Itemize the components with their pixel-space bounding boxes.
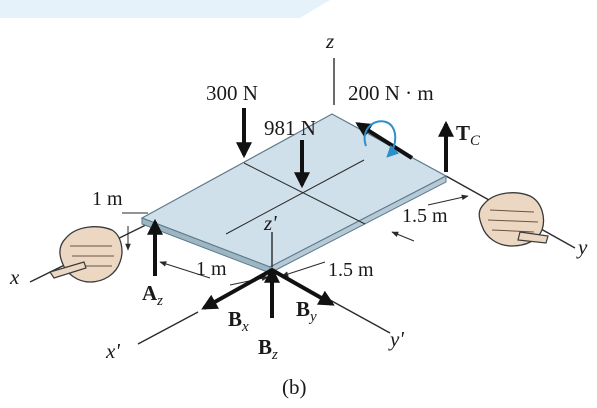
load-300n-label: 300 N (206, 81, 258, 105)
tc-label: TC (456, 121, 481, 149)
dim-right-length: 1.5 m (402, 205, 448, 227)
y-prime-axis-line (329, 299, 391, 334)
moment-200-arrow (355, 120, 414, 160)
dimension-lines (122, 194, 469, 286)
z-prime-axis-label: z' (263, 211, 277, 235)
y-prime-axis-label: y' (388, 327, 404, 351)
reaction-by-arrow (271, 268, 335, 306)
dim-front-length: 1.5 m (328, 259, 374, 281)
load-981n-label: 981 N (264, 116, 316, 140)
x-axis-label: x (9, 265, 20, 289)
right-hand-icon (478, 192, 549, 247)
right-hand-icon (49, 226, 123, 283)
moment-200-label: 200 N · m (348, 81, 434, 105)
reaction-by-label: By (296, 297, 317, 325)
dim-left-length: 1 m (196, 258, 227, 280)
header-tint (0, 0, 330, 18)
reaction-bz-label: Bz (258, 335, 278, 363)
curved-moment-arrow-icon (363, 120, 400, 158)
x-prime-axis-line (137, 311, 199, 345)
reaction-bx-arrow (201, 268, 273, 310)
z-axis-label: z (325, 29, 334, 53)
plate (140, 113, 448, 274)
y-axis-label: y (576, 235, 588, 259)
reaction-az-label: Az (142, 281, 163, 309)
reaction-bx-label: Bx (228, 307, 249, 335)
x-prime-axis-label: x' (105, 339, 120, 363)
figure-caption: (b) (282, 375, 307, 399)
dim-left-width: 1 m (92, 188, 123, 210)
